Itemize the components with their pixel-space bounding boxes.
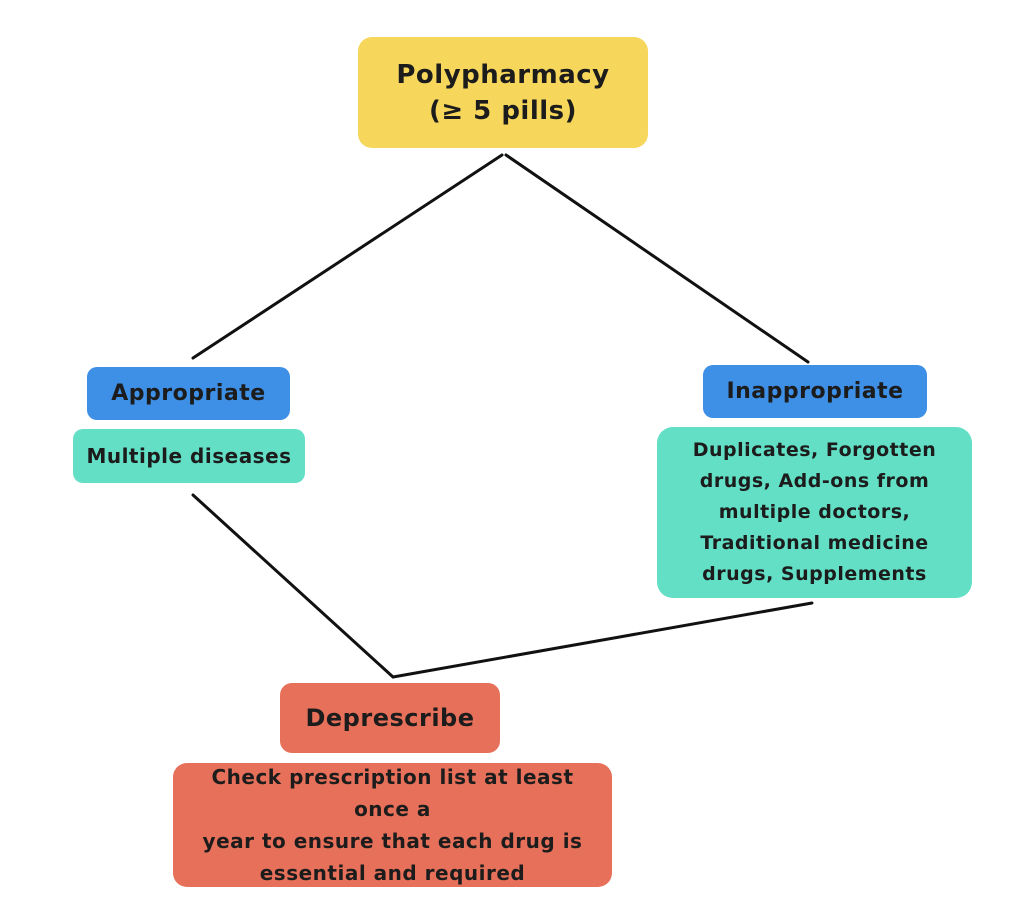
node-deprescribe-detail-line1: Check prescription list at least once a <box>211 765 574 821</box>
node-deprescribe-detail-line2: year to ensure that each drug is <box>202 829 583 853</box>
node-deprescribe-detail-line3: essential and required <box>259 861 526 885</box>
node-inappropriate-detail-line4: Traditional medicine <box>700 532 929 554</box>
node-polypharmacy: Polypharmacy (≥ 5 pills) <box>358 37 648 148</box>
node-deprescribe-label: Deprescribe <box>305 704 475 732</box>
node-inappropriate-detail: Duplicates, Forgotten drugs, Add-ons fro… <box>657 427 972 598</box>
connector-root-to-inappropriate <box>504 153 810 364</box>
node-inappropriate-detail-line2: drugs, Add-ons from <box>699 470 930 492</box>
connector-root-to-appropriate <box>191 153 504 360</box>
node-inappropriate-detail-line5: drugs, Supplements <box>702 563 927 585</box>
connector-inappropriate-to-deprescribe <box>391 601 814 679</box>
node-inappropriate-detail-line3: multiple doctors, <box>718 501 911 523</box>
node-appropriate-detail-label: Multiple diseases <box>86 444 292 468</box>
node-appropriate: Appropriate <box>87 367 290 420</box>
node-appropriate-label: Appropriate <box>111 381 266 406</box>
node-appropriate-detail: Multiple diseases <box>73 429 305 483</box>
node-polypharmacy-label-line2: (≥ 5 pills) <box>428 95 578 126</box>
node-inappropriate-label: Inappropriate <box>726 379 904 404</box>
node-deprescribe-detail: Check prescription list at least once a … <box>173 763 612 887</box>
node-deprescribe: Deprescribe <box>280 683 500 753</box>
node-inappropriate-detail-line1: Duplicates, Forgotten <box>692 439 937 461</box>
node-inappropriate: Inappropriate <box>703 365 927 418</box>
node-polypharmacy-label-line1: Polypharmacy <box>396 59 610 90</box>
connector-appropriate-to-deprescribe <box>191 493 395 679</box>
